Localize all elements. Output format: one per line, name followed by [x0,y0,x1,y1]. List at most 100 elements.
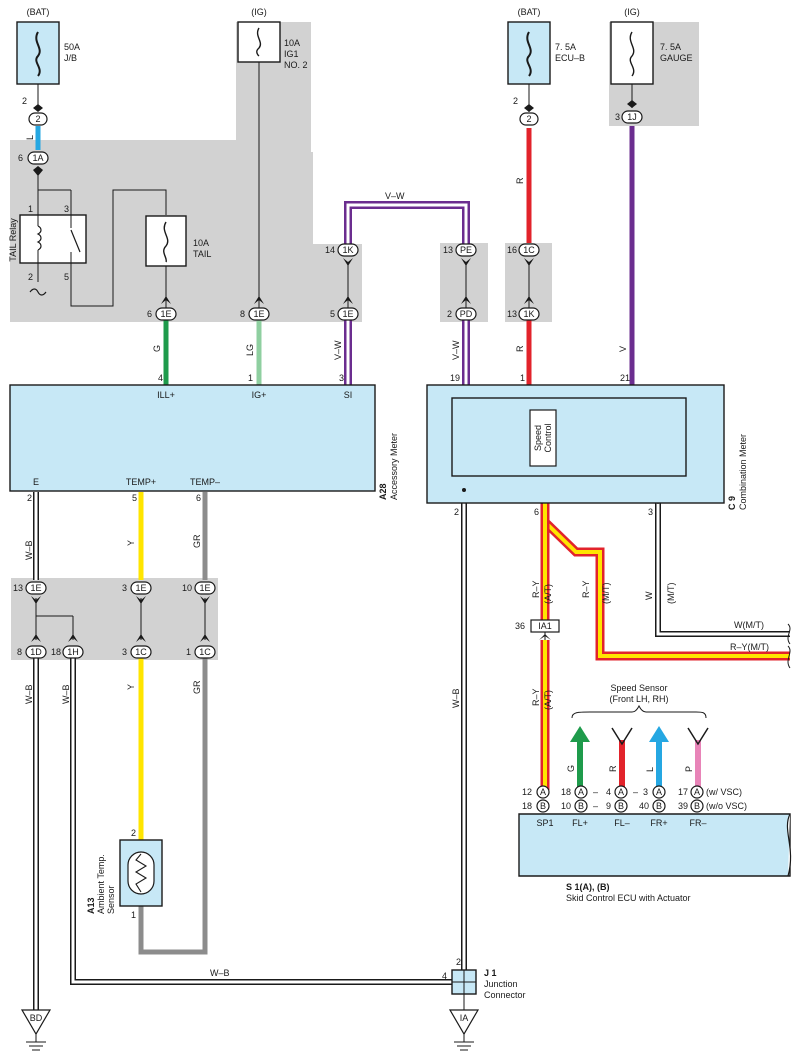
pin-1-r: 1 [520,373,525,383]
connector-1d-label: 1D [30,647,42,657]
tail-relay: TAIL Relay 1 3 2 5 [8,204,87,296]
accessory-meter-id: A28 [378,483,388,500]
ecu-a-flm: A [618,787,624,797]
wire-label-at-1: (A/T) [543,584,553,604]
connector-1d [25,645,47,659]
connector-1e-5-label: 1E [135,583,146,593]
ecu-terminal-fl-plus: FL+ [572,818,588,828]
pin-39-b: 39 [678,801,688,811]
speed-control-label-2: Control [543,423,553,452]
wire-label-lg: LG [245,344,255,356]
connector-1h [62,645,84,659]
connector-1e-6 [194,581,216,595]
wire-label-ry-3: R–Y [531,688,541,706]
sensor-name-2: Sensor [106,885,116,914]
connector-1h-label: 1H [67,647,79,657]
relay-pin-5: 5 [64,272,69,282]
pin-6-1e: 6 [147,309,152,319]
connector-1a-label: 1A [32,153,43,163]
wire-label-at-2: (A/T) [543,690,553,710]
pin-40-b: 40 [639,801,649,811]
fuse-rating-50a: 50A [64,42,80,52]
ecu-a-frp: A [656,787,662,797]
pin-3-gauge: 3 [615,112,620,122]
pin-17-a: 17 [678,787,688,797]
pin-16: 16 [507,245,517,255]
connector-1e-4-label: 1E [30,583,41,593]
connector-1j-label: 1J [627,112,637,122]
dash-3: – [633,787,638,797]
speed-control-label-1: Speed [533,425,543,451]
dash-1: – [593,787,598,797]
wire-ry [540,500,790,790]
pin-2-e: 2 [27,493,32,503]
j1-name-1: Junction [484,979,518,989]
terminal-si: SI [344,390,353,400]
pin-21: 21 [620,373,630,383]
wire-label-ry-mt: R–Y(M/T) [730,642,769,652]
pin-3-a: 3 [643,787,648,797]
pin-2-a: 2 [22,96,27,106]
pin-5-temp: 5 [132,493,137,503]
power-labels: (BAT) 50A J/B (IG) 10A IG1 NO. 2 (BAT) 7… [27,7,693,259]
wire-label-vw-2: V–W [451,340,461,360]
ecu-b-flp: B [578,801,584,811]
fuse-rating-7-5a-1: 7. 5A [555,42,576,52]
pin-4-j1: 4 [442,971,447,981]
wire-label-l-sensor: L [645,767,655,772]
pin-18-1h: 18 [51,647,61,657]
fuse-50a [16,21,60,85]
fuse-10a-tail [145,215,187,267]
relay-pin-3: 3 [64,204,69,214]
wire-label-r-2: R [515,345,525,352]
dash-2: – [593,801,598,811]
connector-1k-bottom [518,307,540,321]
terminal-temp-minus: TEMP– [190,477,220,487]
wire-wb-left [33,492,458,1010]
power-source-bat-2: (BAT) [518,7,541,17]
pin-1-ig: 1 [248,373,253,383]
wire-label-gr-2: GR [192,680,202,694]
connector-1e-2-label: 1E [253,309,264,319]
pin-10-b: 10 [561,801,571,811]
fuse-name-ecu-b: ECU–B [555,53,585,63]
connector-2-a-label: 2 [35,114,40,124]
wire-label-mt-1: (M/T) [601,583,611,605]
combination-meter: Speed Control C 9 Combination Meter 19 1… [426,373,748,517]
ground-bd: BD [20,1009,52,1051]
connector-1c-3-label: 1C [135,647,147,657]
pin-10-1e: 10 [182,583,192,593]
connector-2-b-label: 2 [526,114,531,124]
connector-1c-3 [130,645,152,659]
skid-control-ecu: SP1 FL+ FL– FR+ FR– S 1(A), (B) Skid Con… [518,813,792,903]
wire-label-g: G [152,345,162,352]
ecu-name: Skid Control ECU with Actuator [566,893,691,903]
pin-18-b: 18 [522,801,532,811]
tail-fuse-name: TAIL [193,249,211,259]
connector-1e-6-label: 1E [199,583,210,593]
ecu-pin-circles: A B 12 18 A B 18 10 – – A B 4 9 – A B 3 … [522,785,747,813]
ground-ia: IA [448,1009,480,1051]
wire-vw [344,201,470,385]
wire-label-g-sensor: G [566,765,576,772]
connector-1c-top-label: 1C [523,245,535,255]
fuse-10a-ig1 [237,21,281,63]
ecu-a-frm: A [694,787,700,797]
pin-8-1d: 8 [17,647,22,657]
terminal-e: E [33,477,39,487]
terminal-ill: ILL+ [157,390,175,400]
ecu-b-frp: B [656,801,662,811]
fuse-rating-10a: 10A [284,38,300,48]
connector-1c-1-label: 1C [199,647,211,657]
pin-12: 12 [522,787,532,797]
terminal-ig: IG+ [252,390,267,400]
pin-2-wb: 2 [454,507,459,517]
fuse-name-jb: J/B [64,53,77,63]
wire-label-vw-1: V–W [333,340,343,360]
connector-1e-3 [337,307,359,321]
fuse-name-no2: NO. 2 [284,60,308,70]
connectors: 2 2 2 2 1J 3 1A 6 1K 14 PE 13 1C 16 1E 6… [13,96,643,659]
pin-18-a: 18 [561,787,571,797]
wire-label-wb-2: W–B [24,684,34,704]
speed-sensor-title: Speed Sensor [610,683,667,693]
